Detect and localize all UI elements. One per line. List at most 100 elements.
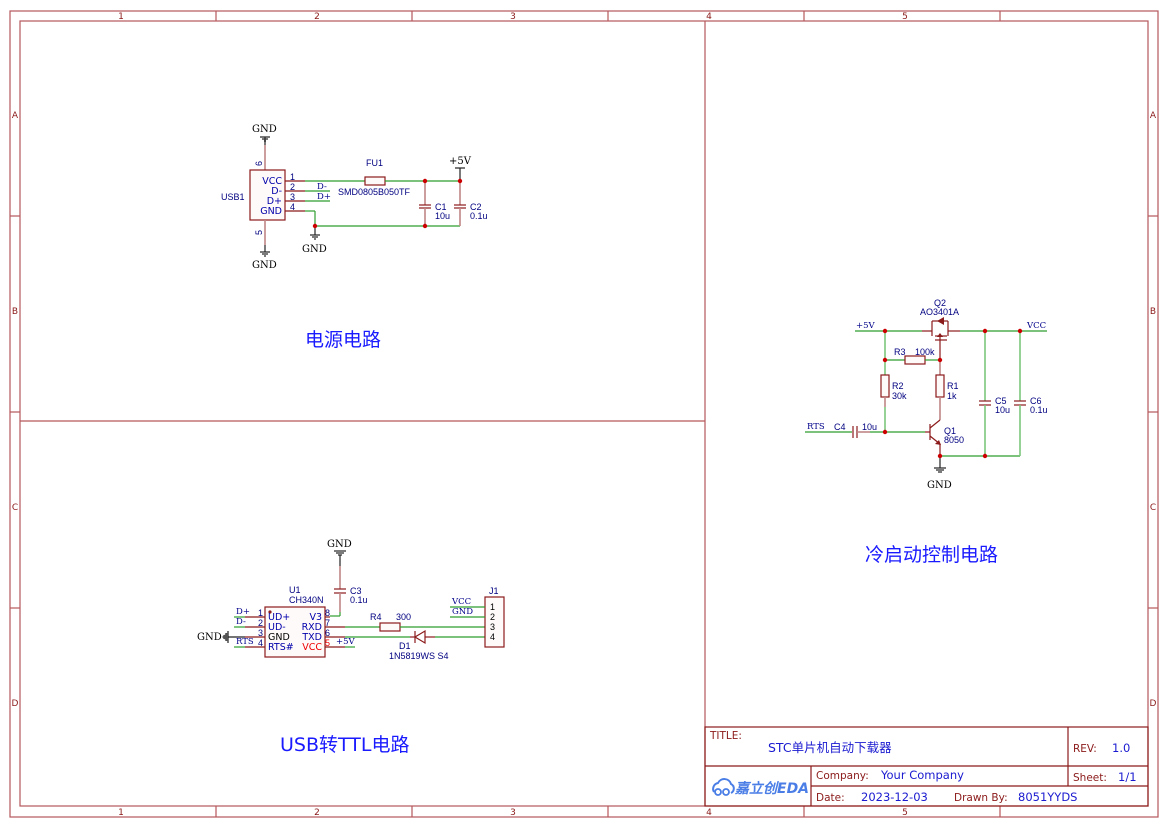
pin-number: 3	[258, 628, 263, 638]
section-title-cold-start: 冷启动控制电路	[865, 544, 998, 566]
row-label: B	[1150, 307, 1156, 317]
u1-ch340n[interactable]	[264, 606, 326, 658]
gnd-symbol: GND	[327, 539, 352, 566]
d1-value: 1N5819WS S4	[389, 651, 449, 661]
pin-number: 6	[254, 161, 264, 166]
net-label-dminus: D-	[317, 182, 327, 192]
net-label-rts: RTS	[807, 422, 825, 432]
pin-number: 2	[290, 182, 295, 192]
logo-text: 嘉立创EDA	[734, 780, 809, 797]
row-label: D	[1150, 699, 1157, 709]
q1-value: 8050	[944, 435, 964, 445]
date-label: Date:	[816, 792, 845, 804]
gnd-symbol: GND	[252, 124, 277, 145]
section-title-power: 电源电路	[305, 329, 381, 351]
fu1-fuse[interactable]	[364, 176, 386, 186]
pin-name: GND	[260, 206, 282, 217]
column-label: 1	[118, 808, 124, 818]
c4-value: 10u	[862, 422, 877, 432]
pin-number: 7	[325, 618, 330, 628]
r2-resistor[interactable]	[880, 374, 890, 398]
pin-number: 3	[290, 192, 295, 202]
rev-label: REV:	[1073, 743, 1097, 755]
pin-number: 5	[325, 638, 330, 648]
pin-name: V3	[309, 612, 322, 623]
r3-designator: R3	[894, 347, 906, 357]
u1-designator: U1	[289, 585, 301, 595]
r1-value: 1k	[947, 391, 957, 401]
q2-value: AO3401A	[920, 307, 959, 317]
pin-number: 1	[490, 602, 495, 612]
pin-number: 1	[290, 172, 295, 182]
pin-name: D-	[271, 186, 282, 197]
pin-name: UD+	[268, 612, 290, 623]
column-label: 2	[314, 808, 320, 818]
c3-value: 0.1u	[350, 595, 368, 605]
pin-number: 4	[490, 632, 495, 642]
pin-number: 3	[490, 622, 495, 632]
pin-number: 5	[254, 230, 264, 235]
sheet-title: STC单片机自动下载器	[768, 740, 892, 755]
c1-designator: C1	[435, 202, 447, 212]
cloud-link-icon	[712, 778, 735, 796]
r3-value: 100k	[915, 347, 935, 357]
gnd-symbol: GND	[927, 456, 952, 491]
pin-name: VCC	[302, 642, 322, 653]
title-block: TITLE: STC单片机自动下载器 REV: 1.0 Company: You…	[704, 726, 1149, 807]
gnd-symbol: GND	[252, 245, 277, 271]
svg-text:GND: GND	[327, 539, 352, 550]
c4-designator: C4	[834, 422, 846, 432]
net-label-dminus: D-	[236, 617, 246, 627]
drawn-by-label: Drawn By:	[954, 792, 1008, 804]
row-label: A	[12, 111, 19, 121]
r1-resistor[interactable]	[935, 374, 945, 398]
svg-text:+5V: +5V	[449, 156, 472, 167]
pin-number: 4	[290, 202, 295, 212]
svg-text:GND: GND	[252, 124, 277, 135]
d1-diode[interactable]	[410, 629, 435, 645]
u1-value: CH340N	[289, 595, 324, 605]
r4-designator: R4	[370, 612, 382, 622]
r3-resistor[interactable]	[904, 355, 926, 365]
net-label-gnd: GND	[452, 607, 473, 617]
usb1-designator: USB1	[221, 192, 245, 202]
row-label: B	[12, 307, 18, 317]
q1-transistor[interactable]	[925, 419, 941, 456]
company-value: Your Company	[880, 768, 964, 782]
column-label: 4	[706, 12, 712, 22]
gnd-symbol: GND	[197, 631, 245, 643]
r4-value: 300	[396, 612, 411, 622]
c2-value: 0.1u	[470, 211, 488, 221]
pin-number: 2	[490, 612, 495, 622]
r4-resistor[interactable]	[379, 622, 401, 632]
power-circuit: GND 6 USB1 VCC D- D+ GND 1 2 3 4 5 GND	[221, 124, 488, 271]
r2-designator: R2	[892, 381, 904, 391]
svg-text:GND: GND	[252, 260, 277, 271]
j1-header[interactable]	[484, 596, 505, 648]
rev-value: 1.0	[1112, 741, 1130, 755]
pin-name: UD-	[268, 622, 286, 633]
pin-number: 1	[258, 608, 263, 618]
column-label: 2	[314, 12, 320, 22]
r1-designator: R1	[947, 381, 959, 391]
q2-mosfet[interactable]	[922, 317, 960, 360]
pin-number: 4	[258, 638, 263, 648]
fu1-designator: FU1	[366, 158, 383, 168]
r2-value: 30k	[892, 391, 907, 401]
c5-designator: C5	[995, 396, 1007, 406]
pin-name: VCC	[262, 176, 282, 187]
svg-text:GND: GND	[197, 632, 222, 643]
usb1-connector[interactable]	[249, 169, 286, 221]
row-label: C	[12, 503, 18, 513]
net-label-vcc: VCC	[1026, 321, 1046, 331]
drawn-by-value: 8051YYDS	[1018, 790, 1077, 804]
company-label: Company:	[816, 770, 869, 782]
column-label: 1	[118, 12, 124, 22]
title-label: TITLE:	[709, 730, 742, 742]
pin-number: 6	[325, 628, 330, 638]
net-label-dplus: D+	[317, 192, 331, 202]
pin-name: GND	[268, 632, 290, 643]
net-label-5v: +5V	[856, 321, 876, 331]
cold-start-circuit: +5V Q2 AO3401A VCC R3 100k	[805, 298, 1048, 491]
c2-designator: C2	[470, 202, 482, 212]
